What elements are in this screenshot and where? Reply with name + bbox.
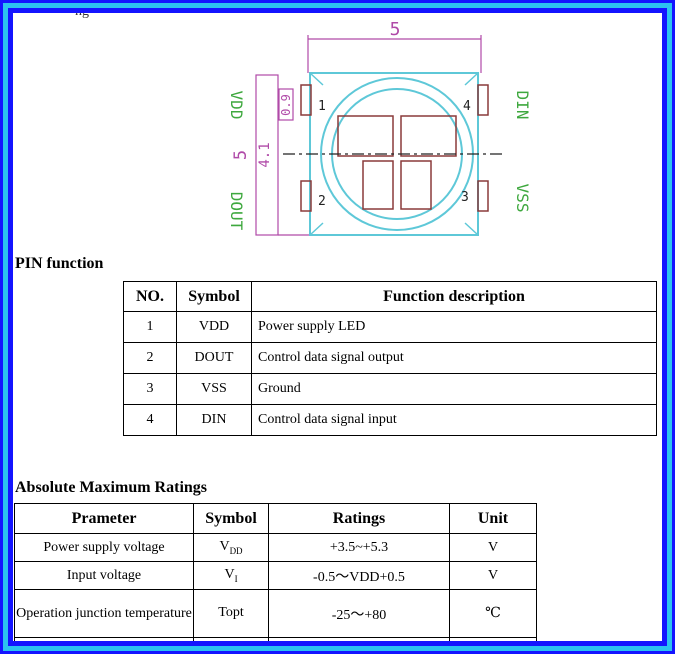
table-row: Operation junction temperature Topt -25～… <box>14 589 537 638</box>
rating-parameter: Input voltage <box>14 561 194 590</box>
document-page: ng 5 5 4.1 0.9 1 2 3 4 <box>13 13 662 641</box>
pin-header-function: Function description <box>251 281 657 312</box>
pin-number-3: 3 <box>461 190 469 205</box>
pin-symbol: VSS <box>176 373 252 405</box>
pin-function: Control data signal output <box>251 342 657 374</box>
rating-unit: ℃ <box>449 589 537 638</box>
dim-left-label: 5 <box>231 150 251 160</box>
rating-symbol: VI <box>193 561 269 590</box>
ratings-table: Prameter Symbol Ratings Unit Power suppl… <box>14 503 537 641</box>
pin-header-no: NO. <box>123 281 177 312</box>
pin-function: Control data signal input <box>251 404 657 436</box>
table-row: Input voltage VI -0.5～VDD+0.5 V <box>14 561 537 590</box>
rating-unit: V <box>449 561 537 590</box>
label-vdd: VDD <box>227 91 246 120</box>
table-row: 4 DIN Control data signal input <box>123 404 657 436</box>
rating-value: -25～+80 <box>268 589 450 638</box>
pin-no: 3 <box>123 373 177 405</box>
table-row: 1 VDD Power supply LED <box>123 311 657 343</box>
ratings-header-symbol: Symbol <box>193 503 269 534</box>
pin-number-1: 1 <box>318 99 326 114</box>
pin-header-symbol: Symbol <box>176 281 252 312</box>
pin-function-title: PIN function <box>15 255 104 272</box>
pin-symbol: VDD <box>176 311 252 343</box>
dim-top-label: 5 <box>390 19 401 40</box>
pin-function: Ground <box>251 373 657 405</box>
pin-number-2: 2 <box>318 194 326 209</box>
rating-symbol: Topt <box>193 589 269 638</box>
dim-pad-label: 0.9 <box>279 94 293 116</box>
package-diagram: 5 5 4.1 0.9 1 2 3 4 VDD DOUT DIN <box>227 19 532 236</box>
rating-parameter: Operation junction temperature <box>14 589 194 638</box>
rating-value: +3.5~+5.3 <box>268 533 450 562</box>
pin-function-table: NO. Symbol Function description 1 VDD Po… <box>123 281 657 436</box>
pin-no: 4 <box>123 404 177 436</box>
label-vss: VSS <box>513 184 532 213</box>
pin-number-4: 4 <box>463 99 471 114</box>
ratings-header-parameter: Prameter <box>14 503 194 534</box>
ratings-header-ratings: Ratings <box>268 503 450 534</box>
label-dout: DOUT <box>227 192 246 231</box>
rating-symbol: VDD <box>193 533 269 562</box>
rating-parameter: Power supply voltage <box>14 533 194 562</box>
pin-no: 2 <box>123 342 177 374</box>
pin-no: 1 <box>123 311 177 343</box>
header-fragment: ng <box>75 13 89 20</box>
rating-value: -0.5～VDD+0.5 <box>268 561 450 590</box>
table-row: 2 DOUT Control data signal output <box>123 342 657 374</box>
rating-unit: V <box>449 533 537 562</box>
pin-symbol: DIN <box>176 404 252 436</box>
ratings-header-unit: Unit <box>449 503 537 534</box>
table-row-partial <box>14 637 537 641</box>
dim-inner-label: 4.1 <box>257 142 273 167</box>
label-din: DIN <box>513 91 532 120</box>
ratings-title: Absolute Maximum Ratings <box>15 479 208 496</box>
pin-function: Power supply LED <box>251 311 657 343</box>
table-row: 3 VSS Ground <box>123 373 657 405</box>
pin-symbol: DOUT <box>176 342 252 374</box>
table-row: Power supply voltage VDD +3.5~+5.3 V <box>14 533 537 562</box>
